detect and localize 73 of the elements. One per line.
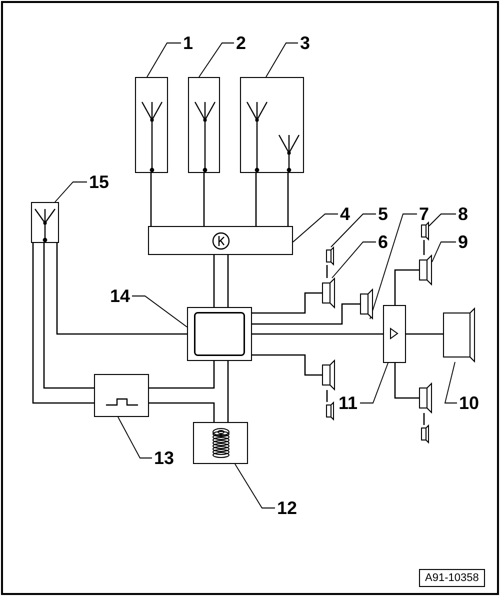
leader-line xyxy=(332,242,376,278)
connection-line xyxy=(32,243,94,404)
antenna-box xyxy=(135,77,168,173)
callout-number: 11 xyxy=(336,394,360,412)
connection-line xyxy=(149,361,215,389)
connection-line xyxy=(252,303,360,325)
leader-line xyxy=(234,464,276,508)
unit-box xyxy=(193,422,248,464)
leader-line xyxy=(198,42,234,78)
leader-line xyxy=(292,214,338,242)
speaker-icon xyxy=(421,222,429,240)
connection-line xyxy=(423,240,425,255)
connection-line xyxy=(252,354,322,376)
speaker-icon xyxy=(419,383,432,413)
leader-line xyxy=(428,214,456,226)
connection-line xyxy=(255,173,257,226)
antenna-box xyxy=(31,202,59,243)
speaker-icon xyxy=(322,360,335,390)
speaker-icon xyxy=(421,425,429,443)
callout-number: 15 xyxy=(87,173,111,191)
connection-line xyxy=(203,173,205,226)
speaker-icon xyxy=(419,255,432,285)
leader-line xyxy=(118,416,152,458)
amplifier-box xyxy=(383,305,406,363)
speaker-icon xyxy=(443,308,475,362)
leader-line xyxy=(370,214,418,320)
connection-line xyxy=(394,363,419,399)
connection-line xyxy=(227,255,229,307)
callout-number: 1 xyxy=(181,34,195,52)
connection-line xyxy=(406,333,443,335)
speaker-icon xyxy=(322,278,335,308)
callout-number: 8 xyxy=(456,205,470,223)
callout-number: 6 xyxy=(376,233,390,251)
antenna-box xyxy=(240,77,304,173)
connection-line xyxy=(287,173,289,226)
unit-box xyxy=(187,307,252,361)
connection-line xyxy=(213,255,215,307)
leader-line xyxy=(444,362,458,404)
callout-number: 10 xyxy=(457,394,481,412)
callout-number: 5 xyxy=(376,205,390,223)
speaker-icon xyxy=(326,247,334,265)
callout-number: 7 xyxy=(417,205,431,223)
speaker-icon xyxy=(326,402,334,420)
connection-line xyxy=(150,173,152,226)
connection-line xyxy=(43,243,94,389)
leader-line xyxy=(432,242,456,262)
callout-number: 13 xyxy=(152,449,176,467)
leader-line xyxy=(330,214,376,248)
callout-number: 3 xyxy=(298,34,312,52)
connection-line xyxy=(227,361,229,422)
leader-line xyxy=(266,42,298,78)
unit-box xyxy=(148,226,293,255)
connection-line xyxy=(252,292,322,314)
reference-number: A91-10358 xyxy=(419,569,485,587)
callout-number: 2 xyxy=(234,34,248,52)
antenna-box xyxy=(188,77,220,173)
callout-number: 4 xyxy=(338,205,352,223)
callout-number: 12 xyxy=(275,499,299,517)
connection-line xyxy=(252,333,383,335)
leader-line xyxy=(54,182,88,202)
connection-line xyxy=(149,402,215,422)
callout-number: 14 xyxy=(108,287,132,305)
leader-line xyxy=(146,42,182,78)
connection-line xyxy=(326,265,328,278)
unit-box xyxy=(94,374,149,417)
connection-line xyxy=(326,390,328,402)
leader-line xyxy=(360,362,388,404)
connection-line xyxy=(423,413,425,425)
callout-number: 9 xyxy=(456,233,470,251)
speaker-icon xyxy=(360,289,373,319)
connection-line xyxy=(394,269,419,305)
connection-line xyxy=(56,243,187,335)
leader-line xyxy=(132,296,188,328)
